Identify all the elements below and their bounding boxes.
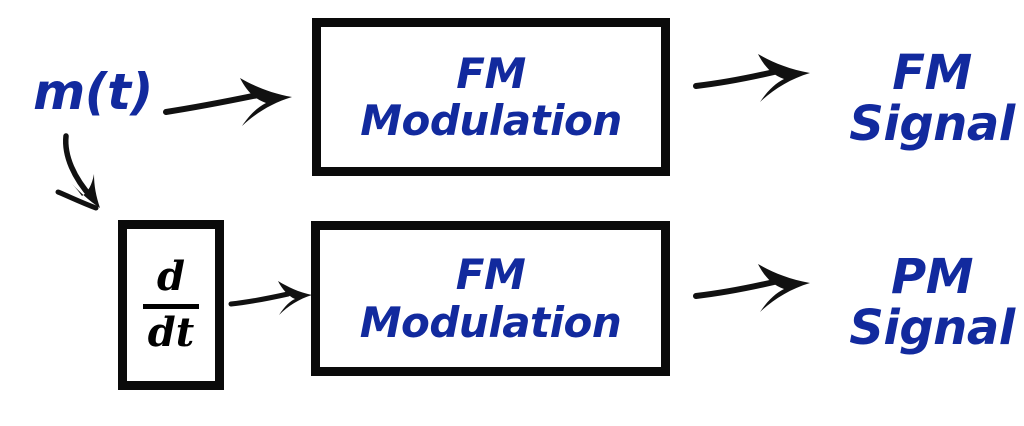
fm-modulation-block-top[interactable]: FM Modulation xyxy=(312,18,670,176)
input-signal-label: m(t) xyxy=(33,63,153,121)
fm-modulation-block-bottom-label: FM Modulation xyxy=(359,250,622,347)
arrow-derivative-to-fm-bottom xyxy=(228,276,318,324)
pm-output-label: PM Signal xyxy=(849,249,1015,356)
fm-modulation-block-top-label: FM Modulation xyxy=(360,48,622,145)
fm-output-label: FM Signal xyxy=(849,45,1015,152)
arrow-fm-top-to-fm-signal xyxy=(692,50,822,112)
fraction-bar xyxy=(143,304,199,309)
arrow-input-to-fm-top xyxy=(162,72,312,134)
arrow-input-to-derivative xyxy=(52,130,162,226)
arrow-fm-bottom-to-pm-signal xyxy=(692,258,822,320)
derivative-fraction: d dt xyxy=(143,257,199,353)
derivative-denominator: dt xyxy=(147,309,195,356)
derivative-numerator: d xyxy=(157,253,185,300)
fm-modulation-block-bottom[interactable]: FM Modulation xyxy=(311,221,670,376)
derivative-block[interactable]: d dt xyxy=(118,220,224,390)
